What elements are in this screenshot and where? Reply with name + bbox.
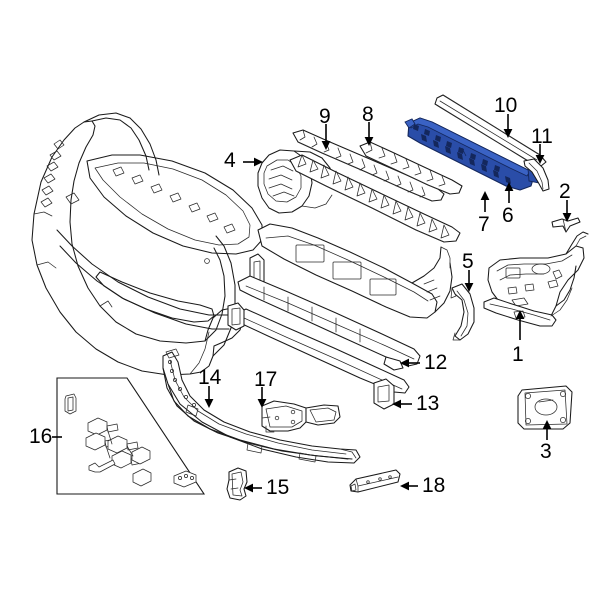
callout-label-3: 3 (540, 440, 552, 463)
callout-label-5: 5 (462, 250, 474, 273)
part-hardware-kit-group (56, 377, 206, 495)
callout-label-11: 11 (531, 125, 553, 148)
part-bumper-impact-bar (162, 348, 361, 464)
part-headlamp-mounting-panel (483, 231, 589, 327)
part-clip-fastener (551, 217, 581, 233)
callout-label-2: 2 (559, 180, 571, 203)
callout-label-8: 8 (362, 103, 374, 126)
callout-label-7: 7 (478, 213, 490, 236)
callout-label-17: 17 (254, 368, 278, 391)
leader-lines (52, 114, 572, 493)
callout-label-1: 1 (512, 343, 524, 366)
callout-label-18: 18 (422, 474, 446, 497)
part-tow-hook-cover-plate (517, 385, 573, 430)
part-side-mounting-bracket (261, 400, 341, 433)
part-slide-rail-bracket (349, 469, 401, 493)
part-side-brace (450, 283, 475, 341)
callout-label-14: 14 (198, 366, 222, 389)
part-grille-support-frame (289, 154, 461, 243)
callout-label-10: 10 (494, 94, 518, 117)
part-front-bumper-cover (31, 112, 263, 376)
callout-label-13: 13 (416, 392, 440, 415)
callout-label-6: 6 (502, 204, 514, 227)
callout-label-9: 9 (319, 105, 331, 128)
part-lower-grille-assembly (227, 223, 453, 410)
part-upper-bracket-strip (359, 141, 463, 195)
callout-label-15: 15 (266, 476, 290, 499)
part-highlighted-upper-grille-mounting-bracket (404, 117, 541, 191)
callout-label-16: 16 (29, 425, 53, 448)
callout-label-12: 12 (424, 351, 448, 374)
part-lower-end-bracket (226, 467, 248, 501)
part-curved-bracket (523, 158, 550, 192)
callout-label-4: 4 (224, 149, 236, 172)
part-upper-reinforcement-bar (292, 129, 445, 202)
part-trim-molding-strip (434, 94, 547, 167)
